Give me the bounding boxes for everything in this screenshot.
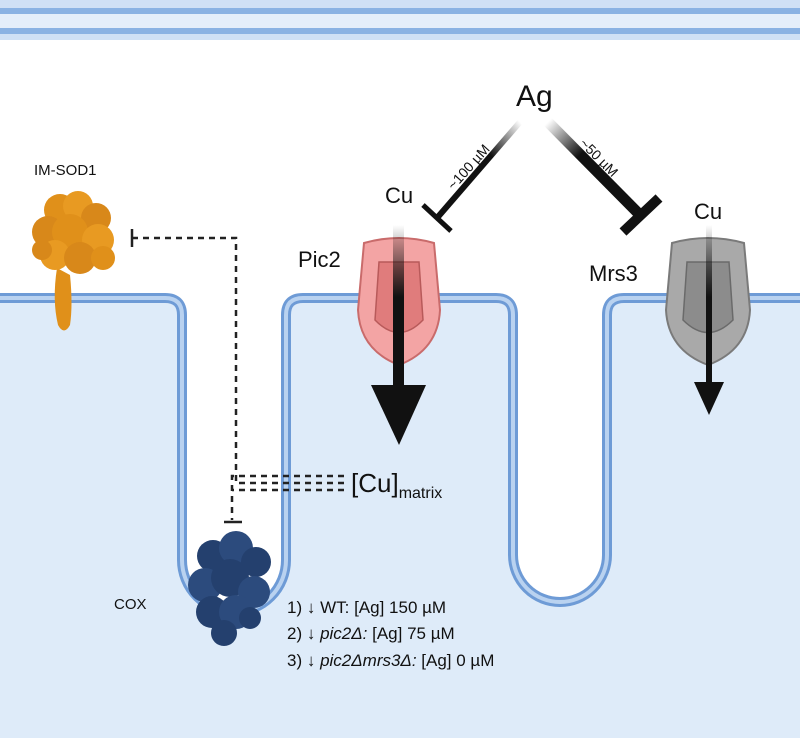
result-line-2: 2) ↓ pic2Δ: [Ag] 75 µM (287, 624, 455, 644)
pic2-label: Pic2 (298, 247, 341, 272)
im-sod1-protein (32, 191, 115, 331)
result-2-value: [Ag] 75 µM (367, 624, 455, 643)
im-sod1-label: IM-SOD1 (34, 162, 97, 179)
cu-flux-arrow-pic2 (371, 225, 426, 445)
cox-label: COX (114, 596, 147, 613)
result-1-prefix: 1) ↓ (287, 598, 321, 617)
ag-inhibits-pic2 (421, 120, 523, 233)
cox-protein (188, 531, 271, 646)
ag-label: Ag (516, 80, 553, 113)
cu-matrix-label: [Cu]matrix (351, 468, 442, 503)
inhibition-bars (130, 229, 242, 524)
cu-matrix-main: [Cu] (351, 468, 399, 498)
result-2-genotype: pic2Δ: (320, 624, 368, 643)
result-line-1: 1) ↓ WT: [Ag] 150 µM (287, 598, 446, 618)
mrs3-label: Mrs3 (589, 261, 638, 286)
ag-inhibits-mrs3 (544, 118, 663, 236)
result-3-prefix: 3) ↓ (287, 651, 321, 670)
result-3-genotype: pic2Δmrs3Δ: (320, 651, 417, 670)
cu-matrix-subscript: matrix (398, 485, 443, 502)
cu-label-mrs3: Cu (694, 199, 723, 224)
cu-matrix-regulation-lines (132, 236, 344, 520)
cu-label-pic2: Cu (385, 183, 414, 208)
outer-membrane (0, 0, 800, 40)
result-2-prefix: 2) ↓ (287, 624, 321, 643)
cu-flux-arrow-mrs3 (694, 225, 724, 415)
result-1-genotype: WT: (320, 598, 350, 617)
result-3-value: [Ag] 0 µM (416, 651, 495, 670)
result-1-value: [Ag] 150 µM (349, 598, 447, 617)
result-line-3: 3) ↓ pic2Δmrs3Δ: [Ag] 0 µM (287, 651, 494, 671)
